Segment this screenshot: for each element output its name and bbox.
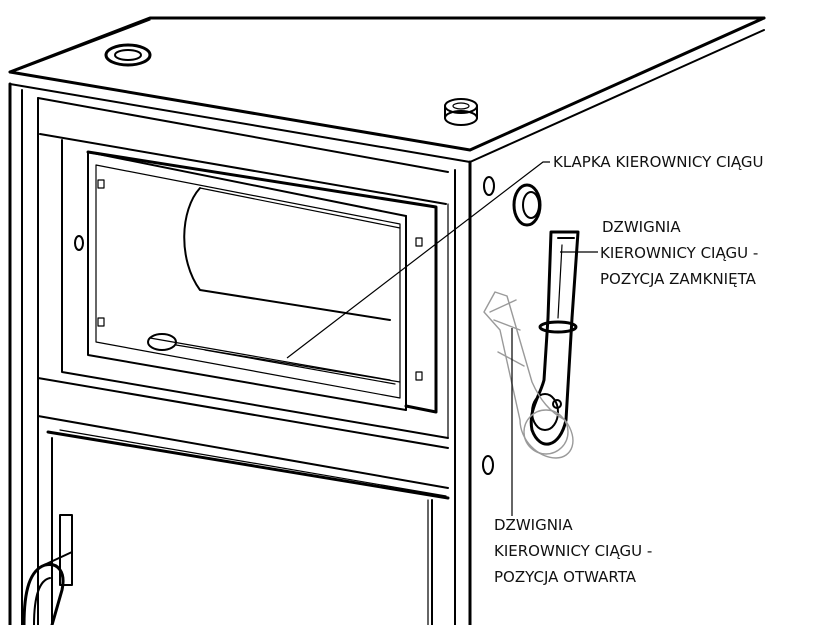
- label-lever-open: DZWIGNIA KIEROWNICY CIĄGU - POZYCJA OTWA…: [494, 516, 652, 586]
- lever-closed-label-line-3: POZYCJA ZAMKNIĘTA: [600, 270, 757, 288]
- lever-open-label-line-2: KIEROWNICY CIĄGU -: [494, 542, 652, 560]
- leader-damper-flap: [286, 161, 550, 359]
- label-damper-flap: KLAPKA KIEROWNICY CIĄGU: [553, 153, 764, 171]
- damper-pivot-hole: [512, 183, 542, 227]
- lever-closed-label-line-2: KIEROWNICY CIĄGU -: [600, 244, 758, 262]
- lever-closed-label-line-1: DZWIGNIA: [602, 218, 681, 236]
- door-handle: [22, 514, 73, 627]
- lower-crossbar: [37, 377, 449, 497]
- lever-closed: [529, 230, 580, 446]
- damper-flap-label: KLAPKA KIEROWNICY CIĄGU: [553, 153, 764, 171]
- top-stub-pipe: [444, 98, 478, 126]
- flue-ring-top: [104, 43, 152, 67]
- damper-flap-blade: [147, 187, 401, 385]
- lever-open-label-line-1: DZWIGNIA: [494, 516, 573, 534]
- leader-lines: [286, 161, 598, 516]
- damper-box: [86, 150, 438, 414]
- lower-door: [46, 430, 450, 626]
- boiler-side-panel: [74, 29, 765, 475]
- boiler-top-lid: [8, 16, 766, 163]
- boiler-front-frame: [8, 82, 472, 627]
- lever-open-label-line-3: POZYCJA OTWARTA: [494, 568, 637, 586]
- lever-open: [483, 291, 574, 459]
- label-lever-closed: DZWIGNIA KIEROWNICY CIĄGU - POZYCJA ZAMK…: [600, 218, 758, 288]
